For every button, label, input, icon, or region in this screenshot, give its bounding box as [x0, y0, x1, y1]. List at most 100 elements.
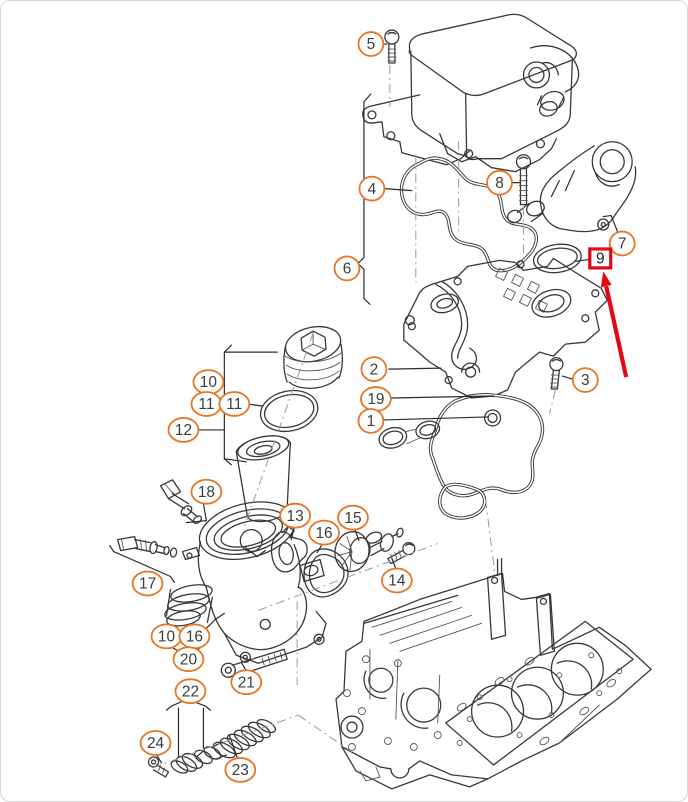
callout-circle[interactable]	[357, 408, 385, 434]
leader-line	[205, 612, 225, 629]
callout-circle[interactable]	[608, 230, 636, 257]
adapter-housing-part	[403, 257, 608, 399]
leader-line	[602, 214, 619, 235]
callout-19[interactable]: 19	[360, 386, 392, 412]
callout-20[interactable]: 20	[172, 646, 205, 673]
callout-circle[interactable]	[174, 678, 207, 705]
callout-circle[interactable]	[167, 417, 200, 443]
callout-circle[interactable]	[279, 502, 311, 529]
leader-line	[290, 527, 295, 541]
callout-circle[interactable]	[380, 567, 413, 594]
leader-line	[390, 395, 495, 399]
cap-o-ring-part	[259, 389, 319, 433]
callout-circle[interactable]	[139, 730, 172, 756]
highlight-layer: 9	[575, 247, 629, 378]
callout-circle[interactable]	[218, 391, 251, 417]
callout-7[interactable]: 7	[608, 230, 636, 257]
connection-flange-part	[506, 141, 637, 233]
callout-number: 16	[315, 525, 332, 542]
axis-line	[258, 543, 438, 611]
leader-line	[383, 416, 489, 421]
callout-number: 18	[198, 484, 215, 501]
callout-number: 6	[343, 261, 352, 278]
oil-cooler-part	[362, 13, 580, 173]
callout-11[interactable]: 11	[218, 391, 251, 417]
callout-circle[interactable]	[190, 478, 223, 505]
callout-number: 21	[238, 674, 255, 691]
callout-number: 12	[175, 422, 192, 439]
callout-number: 24	[147, 735, 165, 752]
oil-sensor-17-part	[117, 535, 178, 558]
callout-circle[interactable]	[230, 669, 263, 696]
callout-number: 10	[158, 628, 175, 645]
highlight-arrow-head	[600, 271, 612, 288]
callout-17[interactable]: 17	[131, 570, 164, 597]
callout-9-highlighted[interactable]: 9	[588, 247, 613, 270]
callout-number: 4	[368, 181, 377, 198]
callout-21[interactable]: 21	[230, 669, 263, 696]
callout-10[interactable]: 10	[150, 623, 183, 650]
callout-circle[interactable]	[486, 169, 513, 196]
axis-line	[242, 333, 314, 530]
callout-circle[interactable]	[131, 570, 164, 597]
leader-line	[384, 188, 413, 192]
callout-circle[interactable]	[308, 519, 340, 546]
callout-10[interactable]: 10	[192, 369, 225, 395]
callout-circle[interactable]	[357, 31, 385, 57]
leader-line	[354, 529, 360, 542]
callout-18[interactable]: 18	[190, 478, 223, 505]
callout-circle[interactable]	[337, 504, 369, 531]
callout-5[interactable]: 5	[357, 31, 385, 57]
leader-line	[223, 458, 247, 463]
screw-8	[515, 154, 532, 206]
callout-13[interactable]: 13	[279, 502, 311, 529]
callout-23[interactable]: 23	[224, 757, 257, 783]
callout-number: 3	[581, 372, 590, 389]
callout-number: 20	[180, 651, 197, 668]
gasket-16-part	[303, 548, 349, 598]
cooler-gasket-part	[399, 156, 539, 273]
filter-element-part	[235, 435, 292, 523]
callout-6[interactable]: 6	[333, 255, 361, 282]
callout-circle[interactable]	[358, 175, 386, 202]
callout-2[interactable]: 2	[360, 356, 388, 382]
callout-circle[interactable]	[172, 646, 205, 673]
leader-line	[575, 258, 590, 262]
callout-16[interactable]: 16	[308, 519, 340, 546]
callout-number: 14	[388, 573, 406, 590]
callout-22[interactable]: 22	[174, 678, 207, 705]
callout-circle[interactable]	[333, 255, 361, 282]
leader-line	[561, 375, 573, 380]
callout-16[interactable]: 16	[178, 623, 211, 650]
highlight-box[interactable]	[588, 247, 613, 270]
axis-line	[152, 714, 299, 769]
callout-number: 15	[344, 510, 361, 527]
callout-12[interactable]: 12	[167, 417, 200, 443]
callout-circle[interactable]	[571, 367, 599, 393]
callout-number: 13	[287, 508, 304, 525]
leader-line	[228, 734, 238, 759]
seal-ring-part	[532, 243, 582, 274]
axis-line	[485, 499, 496, 572]
callout-11[interactable]: 11	[190, 391, 223, 417]
callout-number: 8	[495, 175, 504, 192]
callout-1[interactable]: 1	[357, 408, 385, 434]
screw-3	[549, 356, 564, 390]
callout-24[interactable]: 24	[139, 730, 172, 756]
thermostat-part	[334, 527, 404, 573]
callout-circle[interactable]	[360, 356, 388, 382]
leader-line	[155, 754, 163, 764]
callout-4[interactable]: 4	[358, 175, 386, 202]
callout-number: 11	[198, 396, 214, 413]
leader-line	[316, 543, 323, 554]
leader-line	[240, 661, 246, 670]
callout-number: 23	[232, 762, 249, 779]
callout-circle[interactable]	[224, 757, 257, 783]
callout-3[interactable]: 3	[571, 367, 599, 393]
callout-14[interactable]: 14	[380, 567, 413, 594]
callout-15[interactable]: 15	[337, 504, 369, 531]
highlight-arrow-shaft	[604, 285, 629, 378]
callout-8[interactable]: 8	[486, 169, 513, 196]
